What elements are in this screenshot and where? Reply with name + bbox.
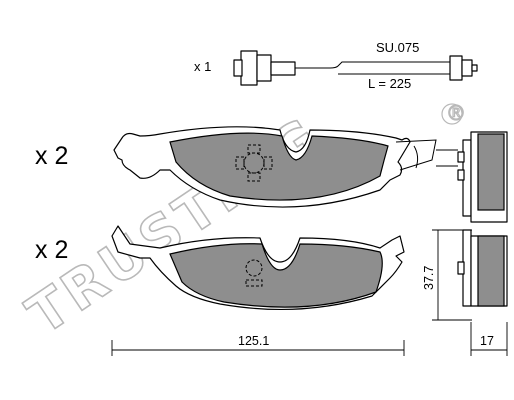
lower-side-pin	[457, 261, 465, 275]
registered-mark: ®	[446, 101, 466, 125]
upper-side-clip	[436, 149, 458, 167]
upper-pad-sensor-lead	[395, 139, 437, 171]
upper-side-pin-bottom	[457, 169, 465, 181]
lower-side-friction	[477, 235, 505, 307]
wear-sensor: x 1 SU.075 L = 225	[194, 40, 478, 91]
upper-pad: x 2	[35, 126, 437, 208]
sensor-probe-body	[449, 55, 463, 81]
sensor-length: L = 225	[368, 76, 411, 91]
sensor-connector-sleeve	[270, 61, 296, 76]
lower-pad-side-view	[457, 229, 508, 307]
sensor-probe-end	[471, 64, 478, 72]
dimension-height: 37.7	[422, 229, 472, 321]
sensor-connector-body	[240, 50, 258, 86]
sensor-connector-tab	[233, 59, 243, 77]
sensor-wire	[295, 61, 450, 69]
dimension-width-label: 125.1	[238, 334, 269, 348]
upper-pad-quantity: x 2	[35, 142, 68, 170]
dimension-width: 125.1	[111, 334, 405, 356]
lower-pad: x 2	[35, 225, 405, 311]
sensor-code: SU.075	[376, 40, 419, 55]
upper-pad-sensor-cable	[413, 145, 419, 169]
upper-pad-friction	[169, 132, 389, 201]
sensor-probe-tip	[461, 59, 473, 77]
dimension-thickness: 17	[470, 322, 508, 356]
dimension-height-label: 37.7	[422, 266, 436, 290]
lower-pad-friction	[169, 243, 383, 308]
upper-side-pin-top	[457, 151, 465, 163]
upper-side-friction	[477, 133, 505, 211]
upper-pad-clip-outline	[235, 144, 273, 182]
sensor-quantity: x 1	[194, 59, 211, 74]
lower-pad-quantity: x 2	[35, 236, 68, 264]
lower-pad-hole-outline	[245, 259, 263, 287]
dimension-thickness-label: 17	[480, 334, 494, 348]
registered-mark-circle	[441, 103, 463, 125]
upper-pad-side-view	[436, 131, 508, 223]
sensor-connector-plug	[256, 54, 272, 82]
